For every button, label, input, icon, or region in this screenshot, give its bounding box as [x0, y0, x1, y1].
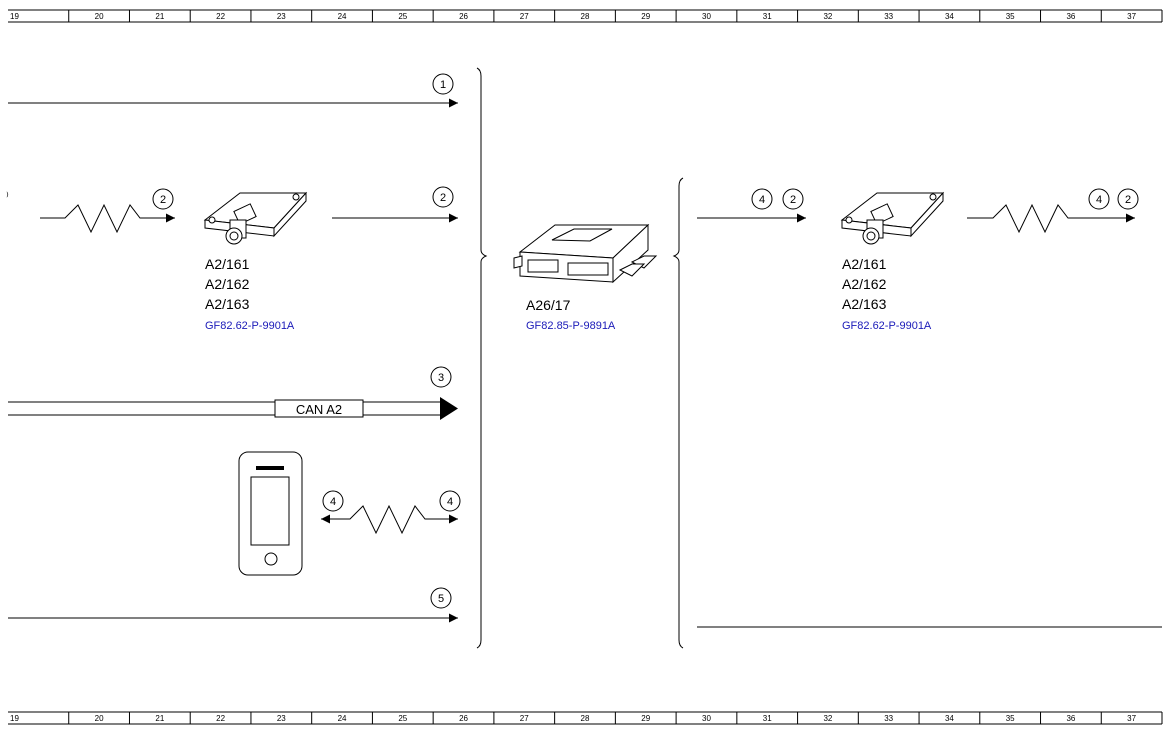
- bottom-ruler-col-label: 25: [398, 714, 407, 723]
- top-ruler-col-label: 29: [641, 12, 650, 21]
- top-ruler-col-label: 26: [459, 12, 468, 21]
- marker-circle-1: [432, 73, 454, 95]
- bottom-ruler-col-label: 19: [10, 714, 19, 723]
- top-ruler-col-label: 31: [763, 12, 772, 21]
- marker-4: 4: [330, 496, 336, 508]
- bottom-ruler-col-label: 37: [1127, 714, 1136, 723]
- right-module-label-2: A2/162: [842, 276, 887, 292]
- right-module-label-3: A2/163: [842, 296, 887, 312]
- marker-4: 4: [1096, 194, 1102, 206]
- marker-circle-2d: [1117, 188, 1139, 210]
- bottom-ruler-col-label: 31: [763, 714, 772, 723]
- left-module-label-3: A2/163: [205, 296, 250, 312]
- top-ruler-col-label: 35: [1006, 12, 1015, 21]
- bottom-ruler-col-label: 26: [459, 714, 468, 723]
- marker-2: 2: [790, 194, 796, 206]
- left-antenna-signal: ⁾ 2: [6, 188, 175, 234]
- top-ruler-col-label: 20: [95, 12, 104, 21]
- top-ruler-col-label: 37: [1127, 12, 1136, 21]
- bottom-ruler-col-label: 20: [95, 714, 104, 723]
- bottom-ruler: 19 20 21 22 23 24 25 26 27 28 29 30 31 32 33 34 35 36 37: [8, 711, 1163, 725]
- right-module-labels: A2/161 A2/162 A2/163 GF82.62-P-9901A: [842, 256, 932, 332]
- marker-4: 4: [447, 496, 453, 508]
- bottom-ruler-col-label: 34: [945, 714, 954, 723]
- bottom-ruler-col-label: 22: [216, 714, 225, 723]
- marker-2: 2: [160, 194, 166, 206]
- bottom-ruler-col-label: 36: [1066, 714, 1075, 723]
- top-ruler-col-label: 23: [277, 12, 286, 21]
- marker-circle-2c: [782, 188, 804, 210]
- left-module-label-2: A2/162: [205, 276, 250, 292]
- top-ruler-col-label: 36: [1066, 12, 1075, 21]
- marker-4: 4: [759, 194, 765, 206]
- marker-circle-2a: [152, 188, 174, 210]
- top-ruler-col-label: 22: [216, 12, 225, 21]
- top-ruler-col-label: 21: [155, 12, 164, 21]
- right-module-ref-link[interactable]: GF82.62-P-9901A: [842, 320, 932, 332]
- bottom-ruler-col-label: 27: [520, 714, 529, 723]
- left-module-ref-link[interactable]: GF82.62-P-9901A: [205, 320, 295, 332]
- can-bus-label: CAN A2: [296, 402, 342, 417]
- top-ruler-col-label: 34: [945, 12, 954, 21]
- right-output-signal: 4 2: [967, 188, 1139, 234]
- top-ruler-col-label: 19: [10, 12, 19, 21]
- bottom-ruler-col-label: 35: [1006, 714, 1015, 723]
- left-module-label-1: A2/161: [205, 256, 250, 272]
- marker-circle-4c: [751, 188, 773, 210]
- top-ruler-col-label: 24: [338, 12, 347, 21]
- center-unit-label: A26/17: [526, 297, 571, 313]
- bottom-ruler-col-label: 32: [823, 714, 832, 723]
- top-ruler-col-label: 32: [823, 12, 832, 21]
- left-brace: [476, 67, 488, 649]
- bottom-ruler-col-label: 23: [277, 714, 286, 723]
- right-module-label-1: A2/161: [842, 256, 887, 272]
- bottom-ruler-col-label: 21: [155, 714, 164, 723]
- bottom-ruler-col-label: 28: [581, 714, 590, 723]
- top-ruler-col-label: 30: [702, 12, 711, 21]
- right-antenna-module-icon: [840, 191, 945, 245]
- marker-circle-4b: [439, 490, 461, 512]
- top-ruler-col-label: 25: [398, 12, 407, 21]
- top-ruler-col-label: 33: [884, 12, 893, 21]
- marker-circle-2b: [432, 186, 454, 208]
- right-brace: [672, 177, 684, 649]
- control-unit-icon: [513, 223, 658, 284]
- can-bus-label-box: [274, 399, 364, 418]
- signal-line-5: 5: [8, 587, 458, 623]
- marker-2: 2: [1125, 194, 1131, 206]
- left-antenna-module-icon: [203, 191, 308, 245]
- signal-line-2: 2: [332, 186, 458, 223]
- signal-line-1: 1: [8, 73, 458, 108]
- bottom-ruler-col-label: 30: [702, 714, 711, 723]
- marker-circle-4a: [322, 490, 344, 512]
- marker-2: 2: [440, 192, 446, 204]
- top-ruler: 19 20 21 22 23 24 25 26 27 28 29 30 31 32 33 34 35 36 37: [8, 9, 1163, 23]
- right-input-line: 4 2: [697, 188, 806, 223]
- marker-1: 1: [440, 79, 446, 91]
- left-module-labels: A2/161 A2/162 A2/163 GF82.62-P-9901A: [205, 256, 295, 332]
- mobile-phone-icon: [238, 451, 303, 576]
- marker-circle-5: [430, 587, 452, 609]
- center-unit-labels: A26/17 GF82.85-P-9891A: [526, 297, 616, 332]
- marker-3: 3: [438, 372, 444, 384]
- marker-circle-4d: [1088, 188, 1110, 210]
- can-bus-line-3: CAN A2 3: [8, 366, 458, 420]
- center-unit-ref-link[interactable]: GF82.85-P-9891A: [526, 320, 616, 332]
- top-ruler-col-label: 28: [581, 12, 590, 21]
- marker-circle-3: [430, 366, 452, 388]
- bottom-ruler-col-label: 29: [641, 714, 650, 723]
- bottom-ruler-col-label: 33: [884, 714, 893, 723]
- bluetooth-signal-line-4: 4 4: [321, 490, 461, 535]
- bottom-ruler-col-label: 24: [338, 714, 347, 723]
- marker-5: 5: [438, 593, 444, 605]
- svg-text:⁾: ⁾: [6, 191, 9, 203]
- top-ruler-col-label: 27: [520, 12, 529, 21]
